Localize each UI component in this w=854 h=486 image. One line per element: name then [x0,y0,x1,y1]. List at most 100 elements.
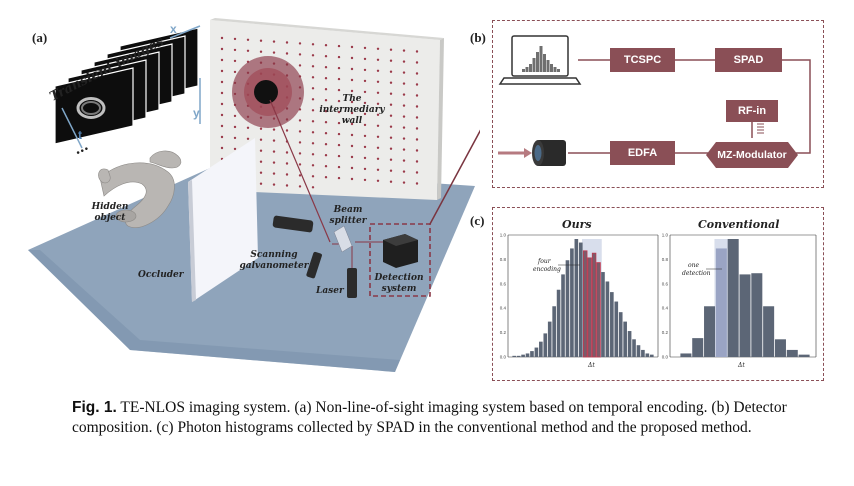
scan-point [376,58,380,61]
scan-point [389,92,393,95]
histogram-bar [704,306,716,357]
scan-point [363,145,367,149]
scan-point [402,104,406,107]
scan-point [402,115,406,118]
conv-annotation-line1: one [688,262,699,269]
scan-point [376,157,380,160]
transient-ring-inner [81,101,101,115]
histogram-bar [578,242,583,357]
conv-annotation-line2: detection [682,270,711,277]
histogram-bar [623,321,627,357]
histogram-bar [512,355,517,357]
scan-point [337,77,341,81]
scan-point [389,70,393,73]
y-tick-label: 0.8 [662,257,669,262]
scene-illustration [28,18,480,372]
scan-point [376,69,380,73]
transient-ring [76,97,106,119]
scan-point [363,156,367,160]
y-tick-label: 0.8 [500,257,507,262]
scan-point [233,59,237,63]
scan-point [337,44,341,48]
scan-point [298,130,302,133]
scan-point [415,50,419,53]
y-tick-label: 0.0 [662,355,669,360]
galvanometer-label: Scanning galvanometer [239,250,309,271]
scan-point [376,179,380,182]
laptop-hist-bar [557,69,560,72]
beam-splitter [333,225,353,253]
rf-signal-icon [757,123,764,134]
histogram-bar [727,239,739,357]
scan-point [389,103,393,106]
histogram-bar [774,339,786,357]
histogram-bar [798,354,810,357]
panel-a-label: (a) [32,30,48,45]
scan-point [402,159,406,162]
scan-point [311,153,315,156]
scan-point [363,167,367,171]
scan-point [389,48,393,51]
y-tick-label: 0.6 [500,281,507,286]
scan-point [246,126,250,129]
scan-point [415,83,419,86]
histogram-bar [591,252,597,358]
laser [347,268,357,298]
scan-point [233,147,237,151]
scan-point [350,56,354,60]
scan-point [298,42,302,45]
wall-spot [254,80,278,104]
scan-point [389,147,393,150]
laptop-hist-bar [543,54,546,72]
scan-point [311,186,315,189]
histogram-bar [605,281,610,357]
scan-point [376,168,380,171]
wall-label: The intermediary wall [319,94,385,126]
scan-point [376,80,380,84]
scan-point [246,38,250,41]
scan-point [376,135,380,138]
scan-point [311,76,315,79]
lens-icon [532,140,566,166]
scan-point [272,51,276,54]
scan-point [324,44,328,47]
scan-point [298,185,302,188]
conventional-title: Conventional [698,218,780,231]
scan-point [311,98,315,101]
scan-point [311,164,315,167]
scan-point [415,127,419,130]
scan-point [259,127,263,130]
histogram-bar [539,341,543,357]
histogram-bar [565,260,570,357]
ours-y-ticks: 0.00.20.40.60.81.0 [500,233,507,360]
scan-point [389,114,393,117]
detection-box-border [369,223,431,297]
caption-fig-label: Fig. 1. [72,399,117,416]
panel-b: (b) TCSPC SPAD RF-in [470,20,850,188]
scan-point [337,99,341,103]
scan-point [272,139,276,142]
scan-point [402,93,406,96]
scan-point [389,169,393,172]
scan-point [350,78,354,82]
scan-point [298,163,302,166]
scan-point [415,61,419,64]
scan-point [311,87,315,90]
laptop-hist-bar [525,67,529,72]
scan-point [298,53,302,56]
histogram-bar [636,345,641,357]
scan-point [376,113,380,117]
occluder [188,138,258,302]
panel-b-label: (b) [470,30,486,45]
scan-point [311,142,315,145]
histogram-bar [632,339,636,357]
histogram-bar [570,248,574,357]
scan-point [220,135,224,139]
scan-point [285,129,289,132]
laptop-hist-bar [532,58,536,72]
scan-point [363,46,367,50]
scan-point [324,77,328,80]
histogram-bar [610,292,614,357]
histogram-bar [641,349,645,357]
scan-point [376,102,380,106]
